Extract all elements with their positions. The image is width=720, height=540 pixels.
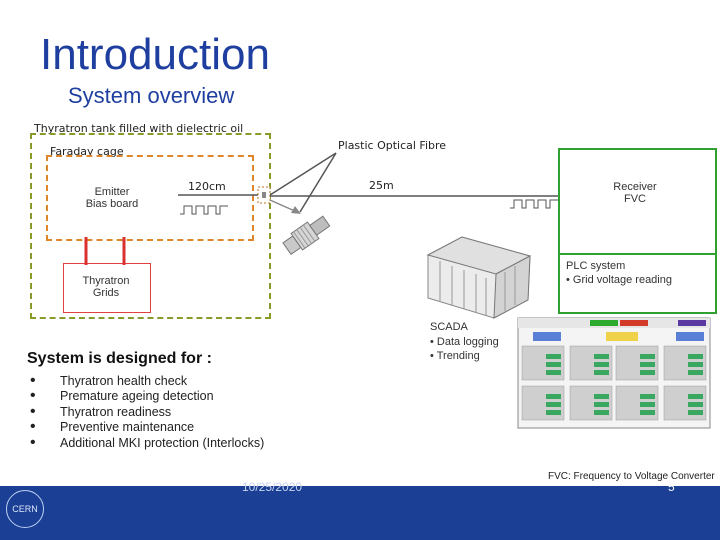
slide-title: Introduction	[40, 30, 270, 79]
diagram-graphics	[84, 152, 711, 429]
fibre-label: Plastic Optical Fibre	[338, 139, 447, 152]
distance-long-label: 25m	[369, 179, 394, 192]
grids-box	[63, 263, 151, 313]
plc-title: PLC system	[566, 260, 626, 272]
faraday-label: Faraday cage	[50, 145, 124, 158]
fibre-coupler-image	[282, 215, 331, 256]
slide-subtitle: System overview	[68, 83, 235, 108]
fvc-note: FVC: Frequency to Voltage Converter	[548, 471, 715, 482]
scada-item-text: Trending	[436, 350, 480, 362]
pulse-waveform	[180, 205, 228, 215]
grids-label: Thyratron Grids	[82, 275, 130, 299]
receiver-label: Receiver FVC	[613, 181, 657, 205]
pulse-waveform	[510, 199, 558, 209]
plc-item: • Grid voltage reading	[566, 274, 672, 286]
list-item: •Thyratron readiness	[30, 402, 172, 420]
plc-item-text: Grid voltage reading	[572, 274, 672, 286]
oil-tank-box	[30, 133, 271, 319]
list-item: •Premature ageing detection	[30, 387, 214, 405]
plc-rack-image	[426, 236, 532, 319]
cern-logo: CERN	[6, 490, 44, 528]
footer-bar	[0, 486, 720, 540]
list-item-text: Preventive maintenance	[60, 420, 195, 435]
system-heading: System is designed for :	[27, 350, 212, 367]
grid-wires	[84, 237, 126, 265]
plc-box	[558, 250, 717, 314]
optical-fibre	[178, 152, 558, 213]
scada-item: • Trending	[430, 350, 480, 362]
list-item-text: Thyratron readiness	[60, 404, 172, 419]
tank-label: Thyratron tank filled with dielectric oi…	[34, 122, 244, 135]
coupler-arrow	[269, 199, 301, 214]
scada-screenshot-image	[517, 317, 711, 429]
footer-date: 10/25/2020	[242, 480, 303, 494]
list-item-text: Premature ageing detection	[60, 389, 214, 404]
scada-item-text: Data logging	[436, 336, 499, 348]
list-item: •Additional MKI protection (Interlocks)	[30, 433, 265, 451]
emitter-connector	[257, 186, 271, 204]
scada-title: SCADA	[430, 321, 468, 333]
list-item-text: Thyratron health check	[60, 373, 188, 388]
list-item-text: Additional MKI protection (Interlocks)	[60, 435, 265, 450]
list-item: •Thyratron health check	[30, 371, 188, 389]
page-number: 5	[668, 480, 675, 494]
system-bullet-list: •Thyratron health check •Premature agein…	[30, 371, 265, 451]
emitter-label: Emitter Bias board	[85, 186, 139, 210]
faraday-cage-box	[46, 155, 254, 241]
distance-short-label: 120cm	[188, 180, 226, 193]
scada-item: • Data logging	[430, 336, 499, 348]
receiver-box	[558, 148, 717, 255]
list-item: •Preventive maintenance	[30, 418, 195, 436]
